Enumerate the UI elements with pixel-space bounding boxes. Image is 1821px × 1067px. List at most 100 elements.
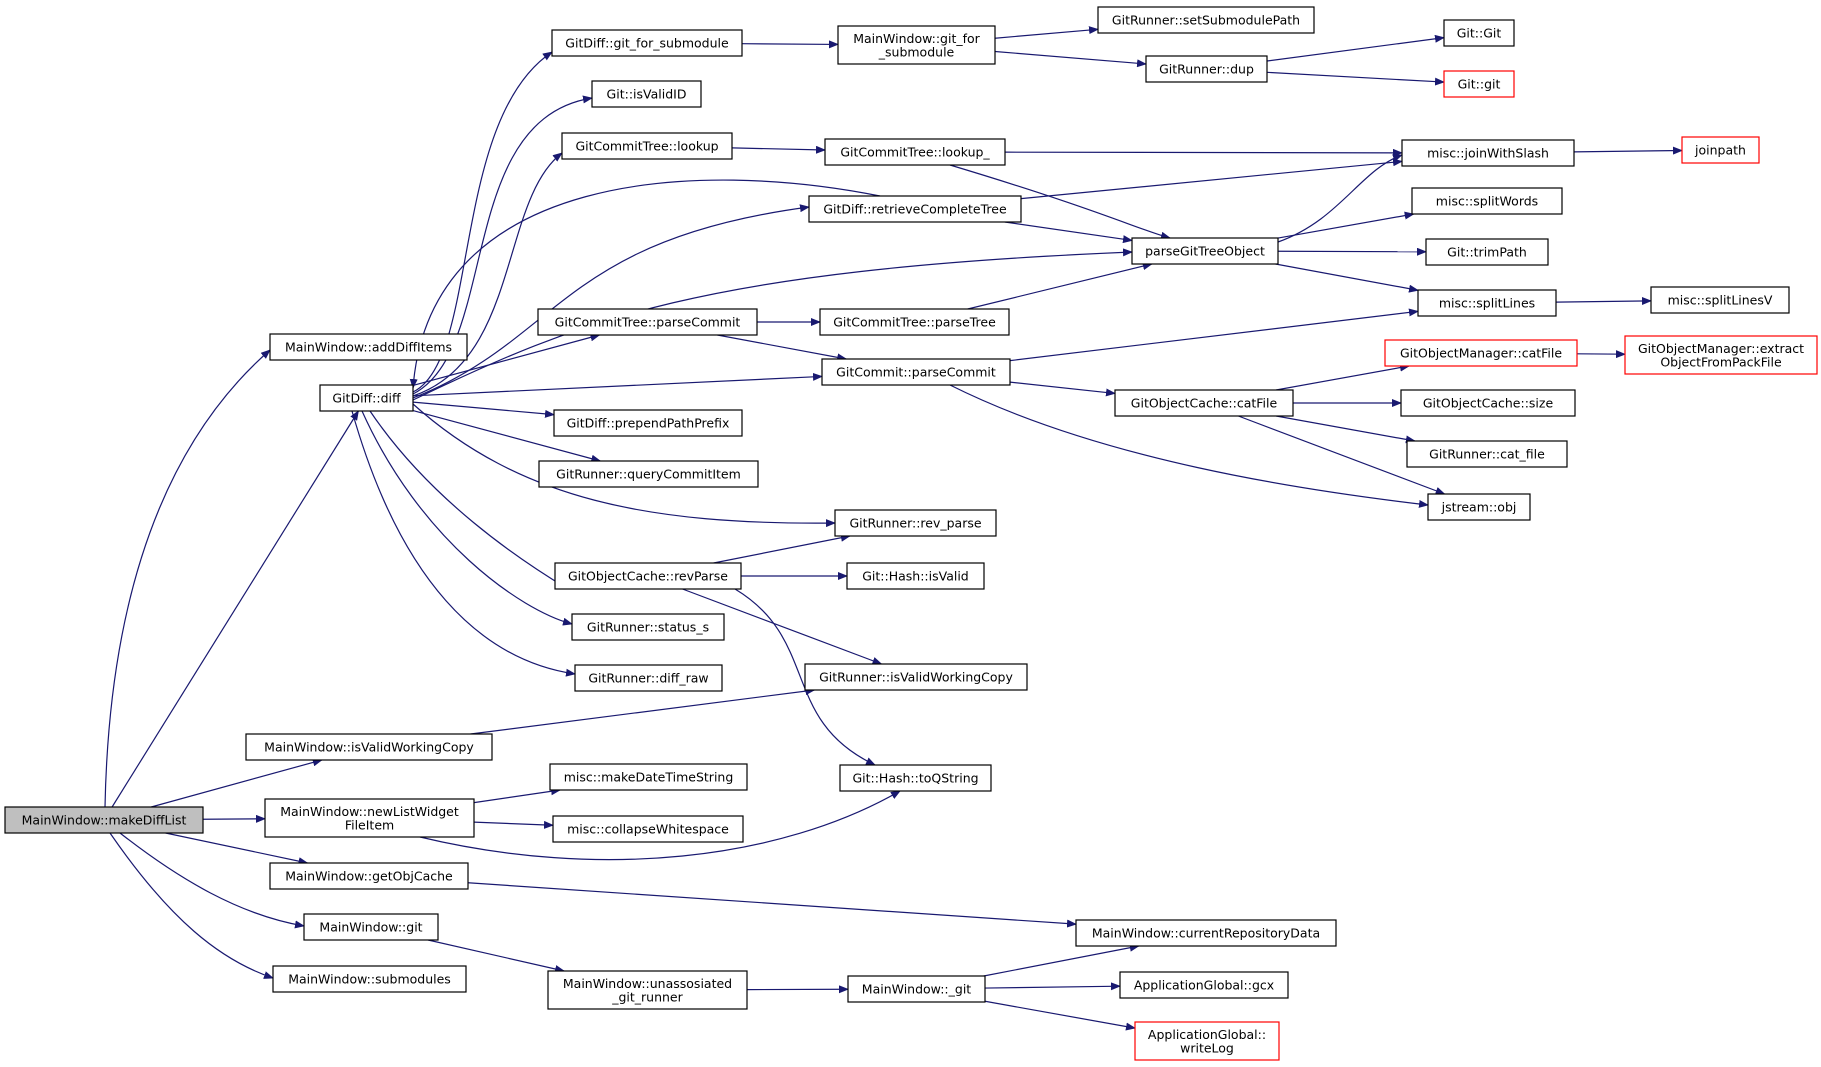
node-writeLog[interactable]: ApplicationGlobal::writeLog — [1134, 1021, 1280, 1061]
node-omCatFile[interactable]: GitObjectManager::catFile — [1384, 339, 1578, 367]
node-dup[interactable]: GitRunner::dup — [1145, 55, 1268, 83]
node-label: MainWindow::submodules — [288, 972, 451, 987]
node-unassosiated[interactable]: MainWindow::unassosiated_git_runner — [547, 970, 748, 1010]
node-mwUnderGit[interactable]: MainWindow::_git — [847, 975, 986, 1003]
node-splitLines[interactable]: misc::splitLines — [1417, 289, 1557, 317]
node-isValidWorkingCopyGR[interactable]: GitRunner::isValidWorkingCopy — [804, 663, 1028, 691]
node-ctParseTree[interactable]: GitCommitTree::parseTree — [819, 308, 1010, 336]
node-ocCatFile[interactable]: GitObjectCache::catFile — [1114, 389, 1294, 417]
edge-diff-to-revParseGR — [412, 403, 836, 528]
node-retrieveCompleteTree[interactable]: GitDiff::retrieveCompleteTree — [808, 195, 1022, 223]
node-label: GitRunner::cat_file — [1429, 447, 1545, 462]
edge-joinWithSlash-to-joinpath — [1573, 146, 1683, 155]
node-label: FileItem — [345, 817, 394, 832]
node-label: GitCommitTree::lookup_ — [840, 145, 990, 160]
node-box — [303, 913, 439, 941]
node-box — [1131, 237, 1279, 265]
node-box — [1427, 493, 1531, 521]
node-diff[interactable]: GitDiff::diff — [319, 384, 414, 412]
node-addDiffItems[interactable]: MainWindow::addDiffItems — [269, 333, 468, 361]
node-joinpath[interactable]: joinpath — [1681, 136, 1760, 164]
node-isValidID[interactable]: Git::isValidID — [591, 80, 702, 108]
node-makeDiffList[interactable]: MainWindow::makeDiffList — [4, 806, 204, 834]
edge-parseGitTreeObject-to-trimPath — [1277, 247, 1427, 256]
node-parseGitTreeObject[interactable]: parseGitTreeObject — [1131, 237, 1279, 265]
edge-newListWidgetFileItem-to-toQString — [419, 790, 901, 861]
node-isValidWorkingCopyMW[interactable]: MainWindow::isValidWorkingCopy — [245, 733, 493, 761]
node-catFileGR[interactable]: GitRunner::cat_file — [1406, 440, 1568, 468]
node-label: GitRunner::setSubmodulePath — [1112, 13, 1300, 28]
node-splitLinesV[interactable]: misc::splitLinesV — [1650, 286, 1790, 314]
node-label: MainWindow::unassosiated — [563, 976, 732, 991]
edge-makeDiffList-to-getObjCache — [165, 832, 309, 866]
node-box — [824, 138, 1006, 166]
node-label: Git::Hash::toQString — [852, 771, 978, 786]
node-extractObject[interactable]: GitObjectManager::extractObjectFromPackF… — [1624, 335, 1818, 375]
node-diffRaw[interactable]: GitRunner::diff_raw — [574, 664, 723, 692]
edge-diff-to-retrieveCompleteTree — [412, 204, 810, 399]
node-box — [552, 815, 744, 843]
node-ocSize[interactable]: GitObjectCache::size — [1400, 389, 1576, 417]
node-label: jstream::obj — [1441, 500, 1517, 515]
node-ctLookup[interactable]: GitCommitTree::lookup — [561, 132, 733, 160]
node-splitWords[interactable]: misc::splitWords — [1411, 187, 1563, 215]
node-gcx[interactable]: ApplicationGlobal::gcx — [1119, 971, 1289, 999]
node-box — [846, 562, 985, 590]
edge-diff-to-queryCommitItem — [412, 409, 602, 463]
node-label: MainWindow::isValidWorkingCopy — [264, 740, 474, 755]
node-collapseWhitespace[interactable]: misc::collapseWhitespace — [552, 815, 744, 843]
node-ctLookupU[interactable]: GitCommitTree::lookup_ — [824, 138, 1006, 166]
node-queryCommitItem[interactable]: GitRunner::queryCommitItem — [538, 460, 759, 488]
node-box — [549, 763, 748, 791]
node-label: GitRunner::diff_raw — [588, 671, 708, 686]
node-ocRevParse[interactable]: GitObjectCache::revParse — [554, 562, 742, 590]
edge-dup-to-gitGit — [1266, 34, 1445, 62]
node-box — [819, 308, 1010, 336]
node-joinWithSlash[interactable]: misc::joinWithSlash — [1401, 139, 1575, 167]
node-gitLower[interactable]: Git::git — [1443, 70, 1515, 98]
edge-ocRevParse-to-isValidWorkingCopyGR — [682, 588, 883, 665]
node-ctParseCommit[interactable]: GitCommitTree::parseCommit — [537, 308, 758, 336]
node-label: GitRunner::rev_parse — [849, 516, 981, 531]
node-label: GitRunner::status_s — [587, 620, 709, 635]
node-trimPath[interactable]: Git::trimPath — [1425, 238, 1549, 266]
node-label: GitCommitTree::parseTree — [833, 315, 996, 330]
node-gitForSubmoduleGD[interactable]: GitDiff::git_for_submodule — [551, 29, 743, 57]
node-gitForSubmoduleMW[interactable]: MainWindow::git_for_submodule — [837, 25, 996, 65]
node-label: GitObjectManager::catFile — [1400, 346, 1562, 361]
node-box — [1097, 6, 1315, 34]
node-getObjCache[interactable]: MainWindow::getObjCache — [269, 862, 469, 890]
node-currentRepositoryData[interactable]: MainWindow::currentRepositoryData — [1075, 919, 1337, 947]
node-gitGit[interactable]: Git::Git — [1443, 19, 1515, 47]
node-submodules[interactable]: MainWindow::submodules — [272, 965, 467, 993]
edge-diff-to-isValidID — [412, 95, 593, 395]
edge-diff-to-ocRevParse — [369, 410, 569, 590]
edge-ctLookupU-to-parseGitTreeObject — [949, 164, 1171, 240]
node-box — [837, 25, 996, 65]
edge-diff-to-gitForSubmoduleGD — [412, 51, 553, 393]
edge-ctLookup-to-ctLookupU — [731, 145, 826, 154]
node-setSubmodulePath[interactable]: GitRunner::setSubmodulePath — [1097, 6, 1315, 34]
node-box — [264, 798, 475, 838]
edge-diff-to-gcParseCommit — [412, 372, 823, 397]
node-statusS[interactable]: GitRunner::status_s — [571, 613, 725, 641]
edge-parseGitTreeObject-to-joinWithSlash — [1277, 154, 1403, 243]
node-hashIsValid[interactable]: Git::Hash::isValid — [846, 562, 985, 590]
node-box — [1624, 335, 1818, 375]
node-jstreamObj[interactable]: jstream::obj — [1427, 493, 1531, 521]
edge-retrieveCompleteTree-to-parseGitTreeObject — [1004, 221, 1133, 244]
node-label: Git::Git — [1457, 26, 1502, 41]
node-prependPathPrefix[interactable]: GitDiff::prependPathPrefix — [553, 409, 743, 437]
node-box — [1411, 187, 1563, 215]
edge-gitForSubmoduleMW-to-setSubmodulePath — [994, 26, 1099, 39]
node-mwgit[interactable]: MainWindow::git — [303, 913, 439, 941]
node-label: misc::splitWords — [1436, 194, 1538, 209]
node-makeDateTimeString[interactable]: misc::makeDateTimeString — [549, 763, 748, 791]
node-gcParseCommit[interactable]: GitCommit::parseCommit — [821, 358, 1011, 386]
edge-makeDiffList-to-addDiffItems — [104, 349, 271, 808]
node-box — [804, 663, 1028, 691]
node-toQString[interactable]: Git::Hash::toQString — [839, 764, 992, 792]
node-revParseGR[interactable]: GitRunner::rev_parse — [834, 509, 997, 537]
node-box — [245, 733, 493, 761]
